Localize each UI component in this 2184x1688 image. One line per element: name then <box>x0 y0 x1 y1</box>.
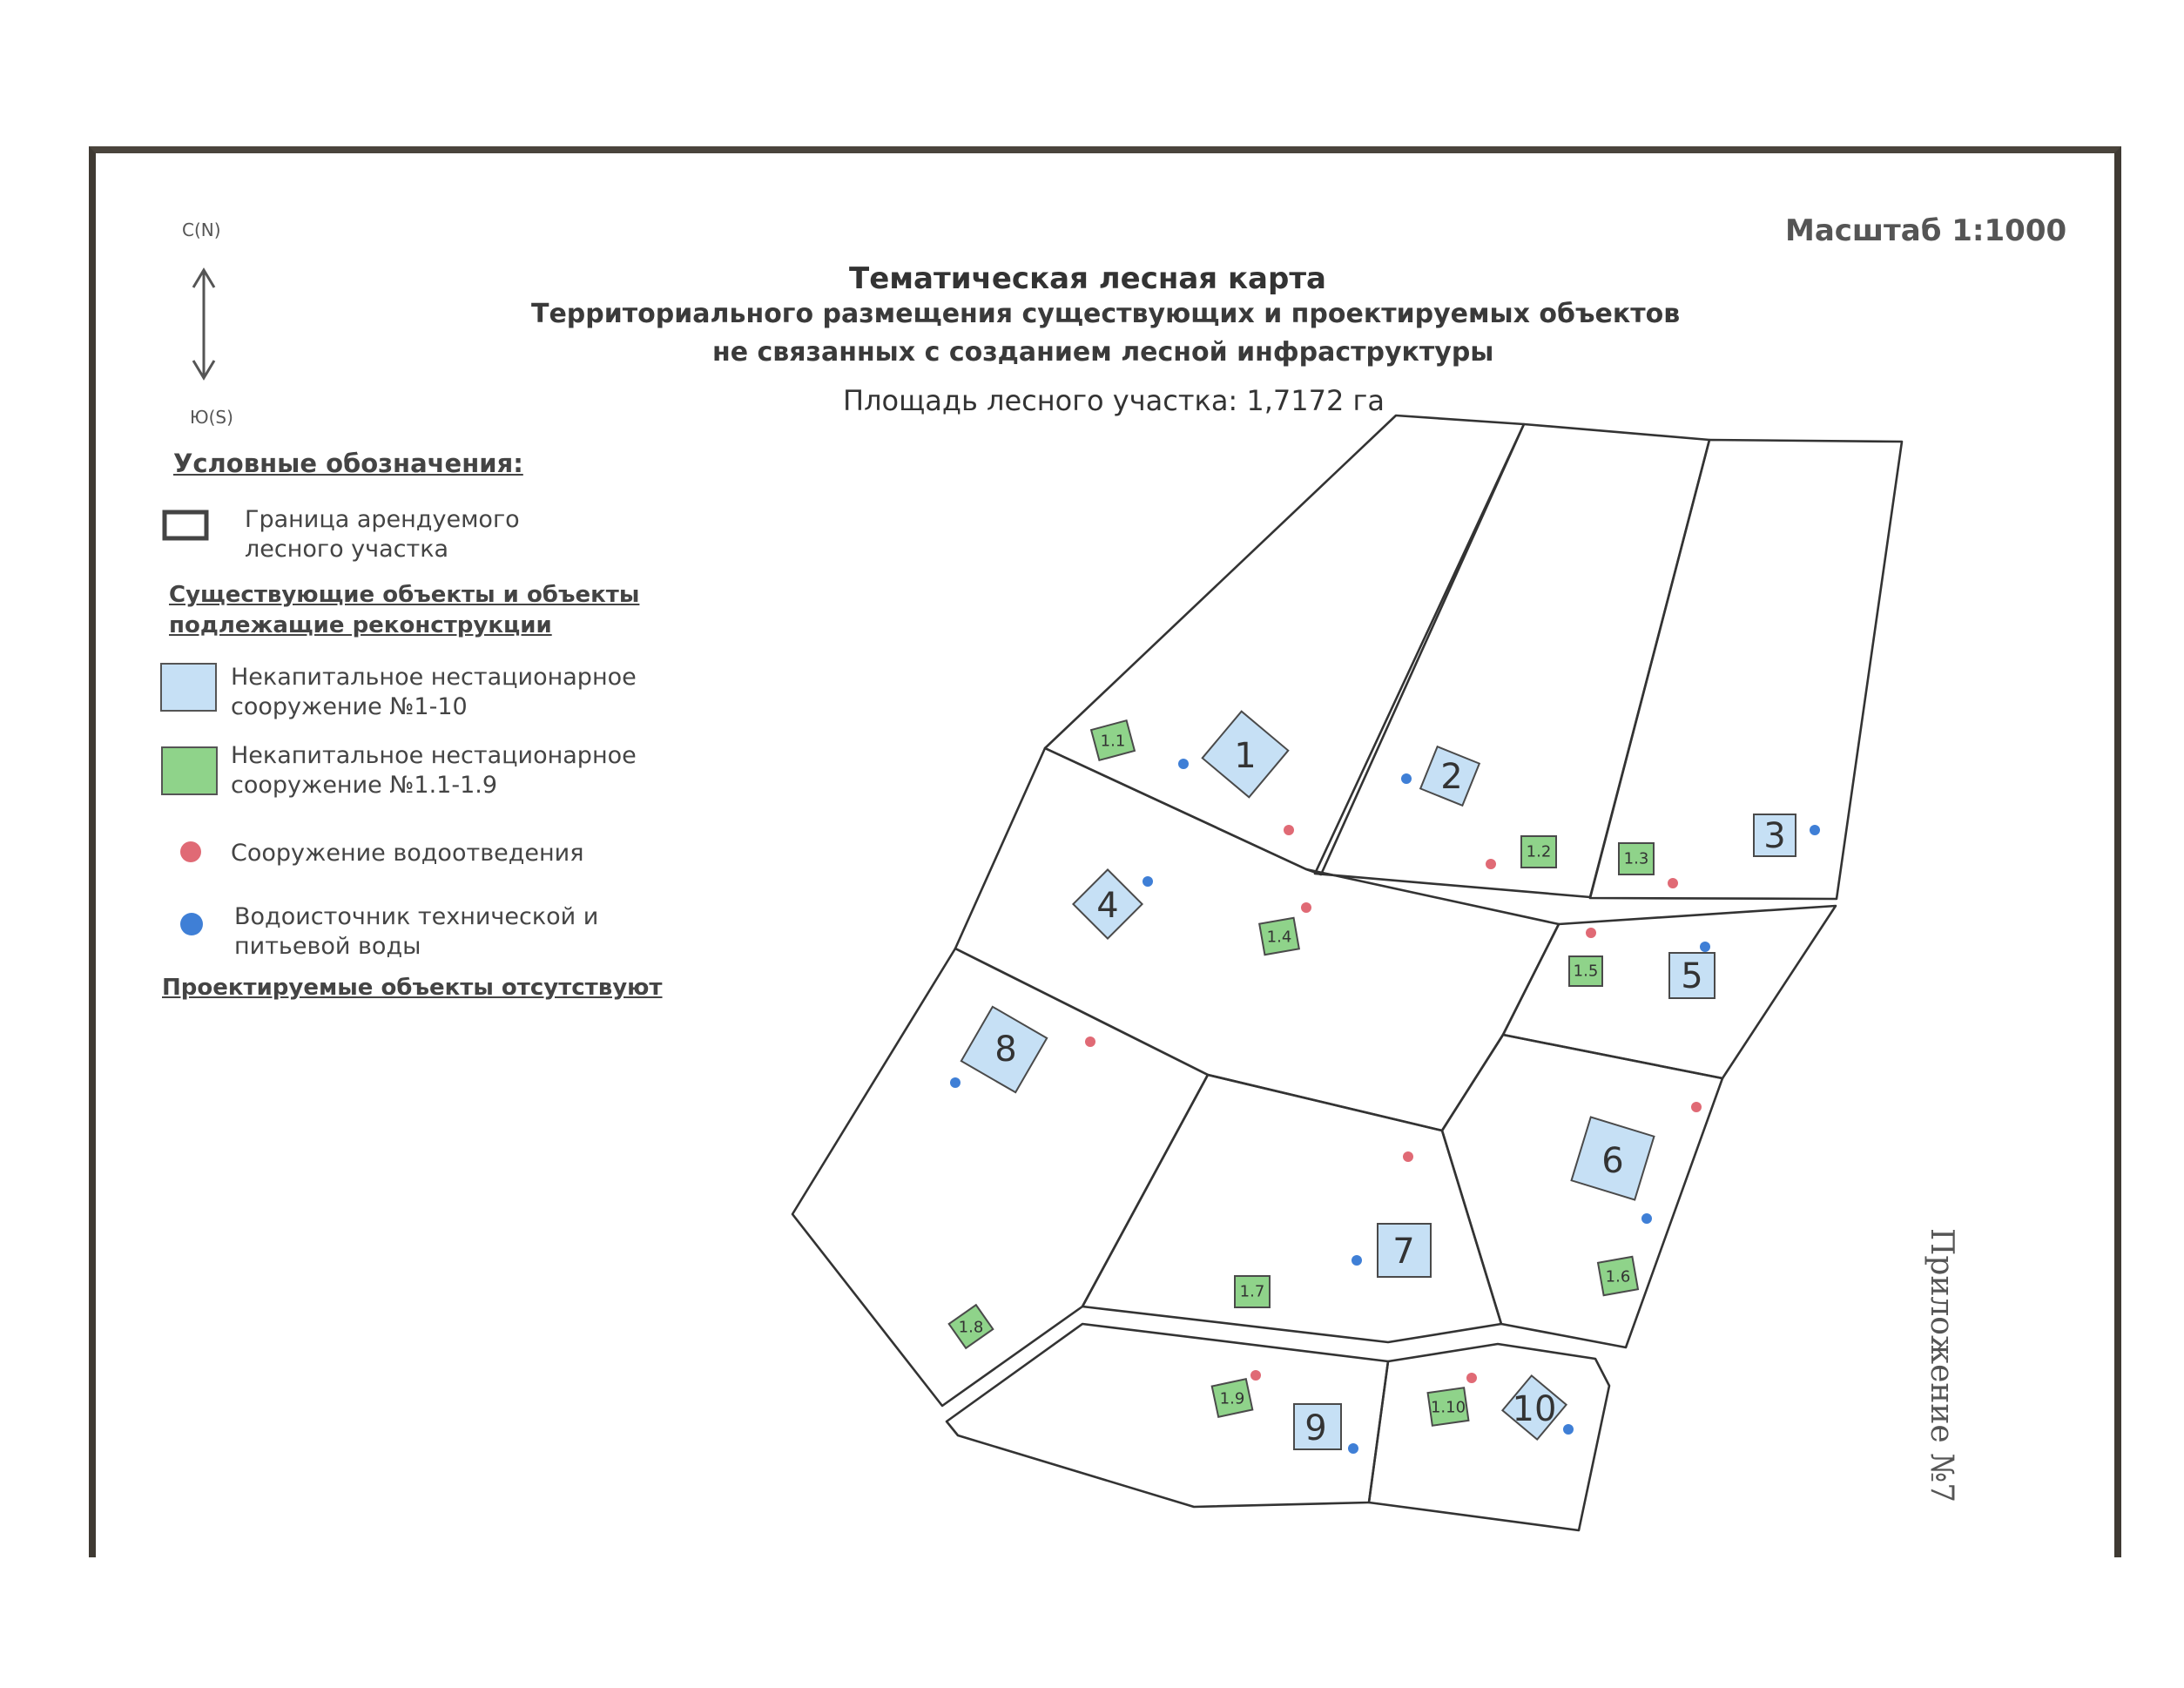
legend-existing-heading2: подлежащие реконструкции <box>169 612 552 638</box>
structure-5 <box>1668 952 1716 999</box>
structure-1-2 <box>1520 835 1557 868</box>
legend-water-label2: питьевой воды <box>234 933 421 960</box>
water-dot <box>1563 1424 1574 1435</box>
legend-water-label1: Водоисточник технической и <box>234 903 599 930</box>
structure-1-2-label: 1.2 <box>1527 843 1552 861</box>
map-title: Тематическая лесная карта <box>849 261 1326 296</box>
legend-water-dot <box>180 913 203 935</box>
structure-1-9-label: 1.9 <box>1220 1390 1245 1408</box>
structure-10 <box>1500 1374 1568 1442</box>
parcel-7 <box>1081 1073 1503 1344</box>
drain-dot <box>1284 825 1294 835</box>
structure-5-label: 5 <box>1681 956 1702 996</box>
structure-2 <box>1419 745 1481 807</box>
drain-dot <box>1085 1036 1095 1047</box>
legend-drain-label: Сооружение водоотведения <box>231 840 584 867</box>
drain-dot <box>1403 1151 1413 1162</box>
legend-green-swatch <box>161 746 218 795</box>
structure-1-5-label: 1.5 <box>1574 962 1599 981</box>
drain-dot <box>1301 902 1311 913</box>
map-subtitle-line2: не связанных с созданием лесной инфрастр… <box>712 337 1494 368</box>
structure-3-label: 3 <box>1763 816 1785 856</box>
structure-1-3-label: 1.3 <box>1624 850 1649 868</box>
drain-dot <box>1486 859 1496 869</box>
water-dot <box>1178 759 1189 769</box>
legend-green-label1: Некапитальное нестационарное <box>231 742 637 769</box>
south-label: Ю(S) <box>190 407 233 428</box>
structure-9 <box>1293 1403 1342 1450</box>
drain-dot <box>1586 928 1596 938</box>
structure-9-label: 9 <box>1304 1408 1326 1448</box>
structure-1-6-label: 1.6 <box>1606 1268 1631 1286</box>
map-scale: Масштаб 1:1000 <box>1785 213 2067 248</box>
parcel-1 <box>1043 414 1526 876</box>
structure-1-1 <box>1089 719 1136 762</box>
water-dot <box>1810 825 1820 835</box>
legend-heading: Условные обозначения: <box>173 449 523 478</box>
parcel-6 <box>1440 1033 1724 1349</box>
structure-1-7 <box>1234 1275 1271 1308</box>
structure-1-8 <box>947 1303 994 1350</box>
north-label: С(N) <box>182 219 221 240</box>
drain-dot <box>1250 1370 1261 1381</box>
legend-blue-swatch <box>160 663 217 712</box>
legend-existing-heading1: Существующие объекты и объекты <box>169 582 640 608</box>
structure-1-4 <box>1258 916 1300 956</box>
structure-6-label: 6 <box>1601 1141 1623 1181</box>
structure-10-label: 10 <box>1513 1389 1557 1429</box>
drain-dot <box>1668 878 1678 888</box>
structure-1-4-label: 1.4 <box>1267 928 1292 947</box>
water-dot <box>950 1077 961 1088</box>
structure-3 <box>1753 814 1796 857</box>
legend-boundary-label1: Граница арендуемого <box>245 506 520 533</box>
structure-1-6 <box>1596 1255 1640 1297</box>
water-dot <box>1352 1255 1362 1266</box>
parcel-8 <box>791 947 1210 1408</box>
plot-area: Площадь лесного участка: 1,7172 га <box>843 384 1385 417</box>
water-dot <box>1143 876 1153 887</box>
water-dot <box>1700 942 1710 952</box>
map-subtitle-line1: Территориального размещения существующих… <box>531 299 1681 329</box>
parcel-3 <box>1588 438 1904 901</box>
structure-1 <box>1201 710 1290 799</box>
structure-1-5 <box>1568 955 1603 987</box>
parcel-10 <box>1367 1342 1611 1532</box>
legend-drain-dot <box>180 841 201 862</box>
structure-1-3 <box>1618 842 1655 875</box>
structure-7-label: 7 <box>1392 1232 1414 1272</box>
structure-6 <box>1570 1116 1655 1201</box>
legend-projected-note: Проектируемые объекты отсутствуют <box>162 975 663 1001</box>
legend-boundary-swatch <box>162 510 209 541</box>
parcel-2 <box>1313 422 1711 899</box>
legend-blue-label2: сооружение №1-10 <box>231 693 468 720</box>
structure-1-7-label: 1.7 <box>1240 1283 1265 1301</box>
structure-1-label: 1 <box>1234 736 1256 776</box>
north-arrow <box>192 267 216 381</box>
structure-4 <box>1071 868 1144 941</box>
water-dot <box>1348 1443 1358 1454</box>
structure-1-1-label: 1.1 <box>1101 733 1126 751</box>
structure-4-label: 4 <box>1096 886 1118 926</box>
structure-1-10-label: 1.10 <box>1431 1399 1466 1417</box>
legend-blue-label1: Некапитальное нестационарное <box>231 664 637 691</box>
structure-2-label: 2 <box>1440 757 1462 797</box>
structure-8 <box>960 1005 1048 1094</box>
water-dot <box>1401 773 1412 784</box>
legend-green-label2: сооружение №1.1-1.9 <box>231 772 498 799</box>
drain-dot <box>1691 1102 1702 1112</box>
structure-1-8-label: 1.8 <box>959 1319 984 1337</box>
structure-1-10 <box>1426 1387 1470 1427</box>
drain-dot <box>1466 1373 1477 1383</box>
structure-1-9 <box>1210 1378 1254 1418</box>
legend-boundary-label2: лесного участка <box>245 536 449 563</box>
structure-8-label: 8 <box>994 1030 1016 1070</box>
structure-7 <box>1377 1223 1432 1278</box>
water-dot <box>1641 1213 1652 1224</box>
parcel-4 <box>954 746 1560 1132</box>
